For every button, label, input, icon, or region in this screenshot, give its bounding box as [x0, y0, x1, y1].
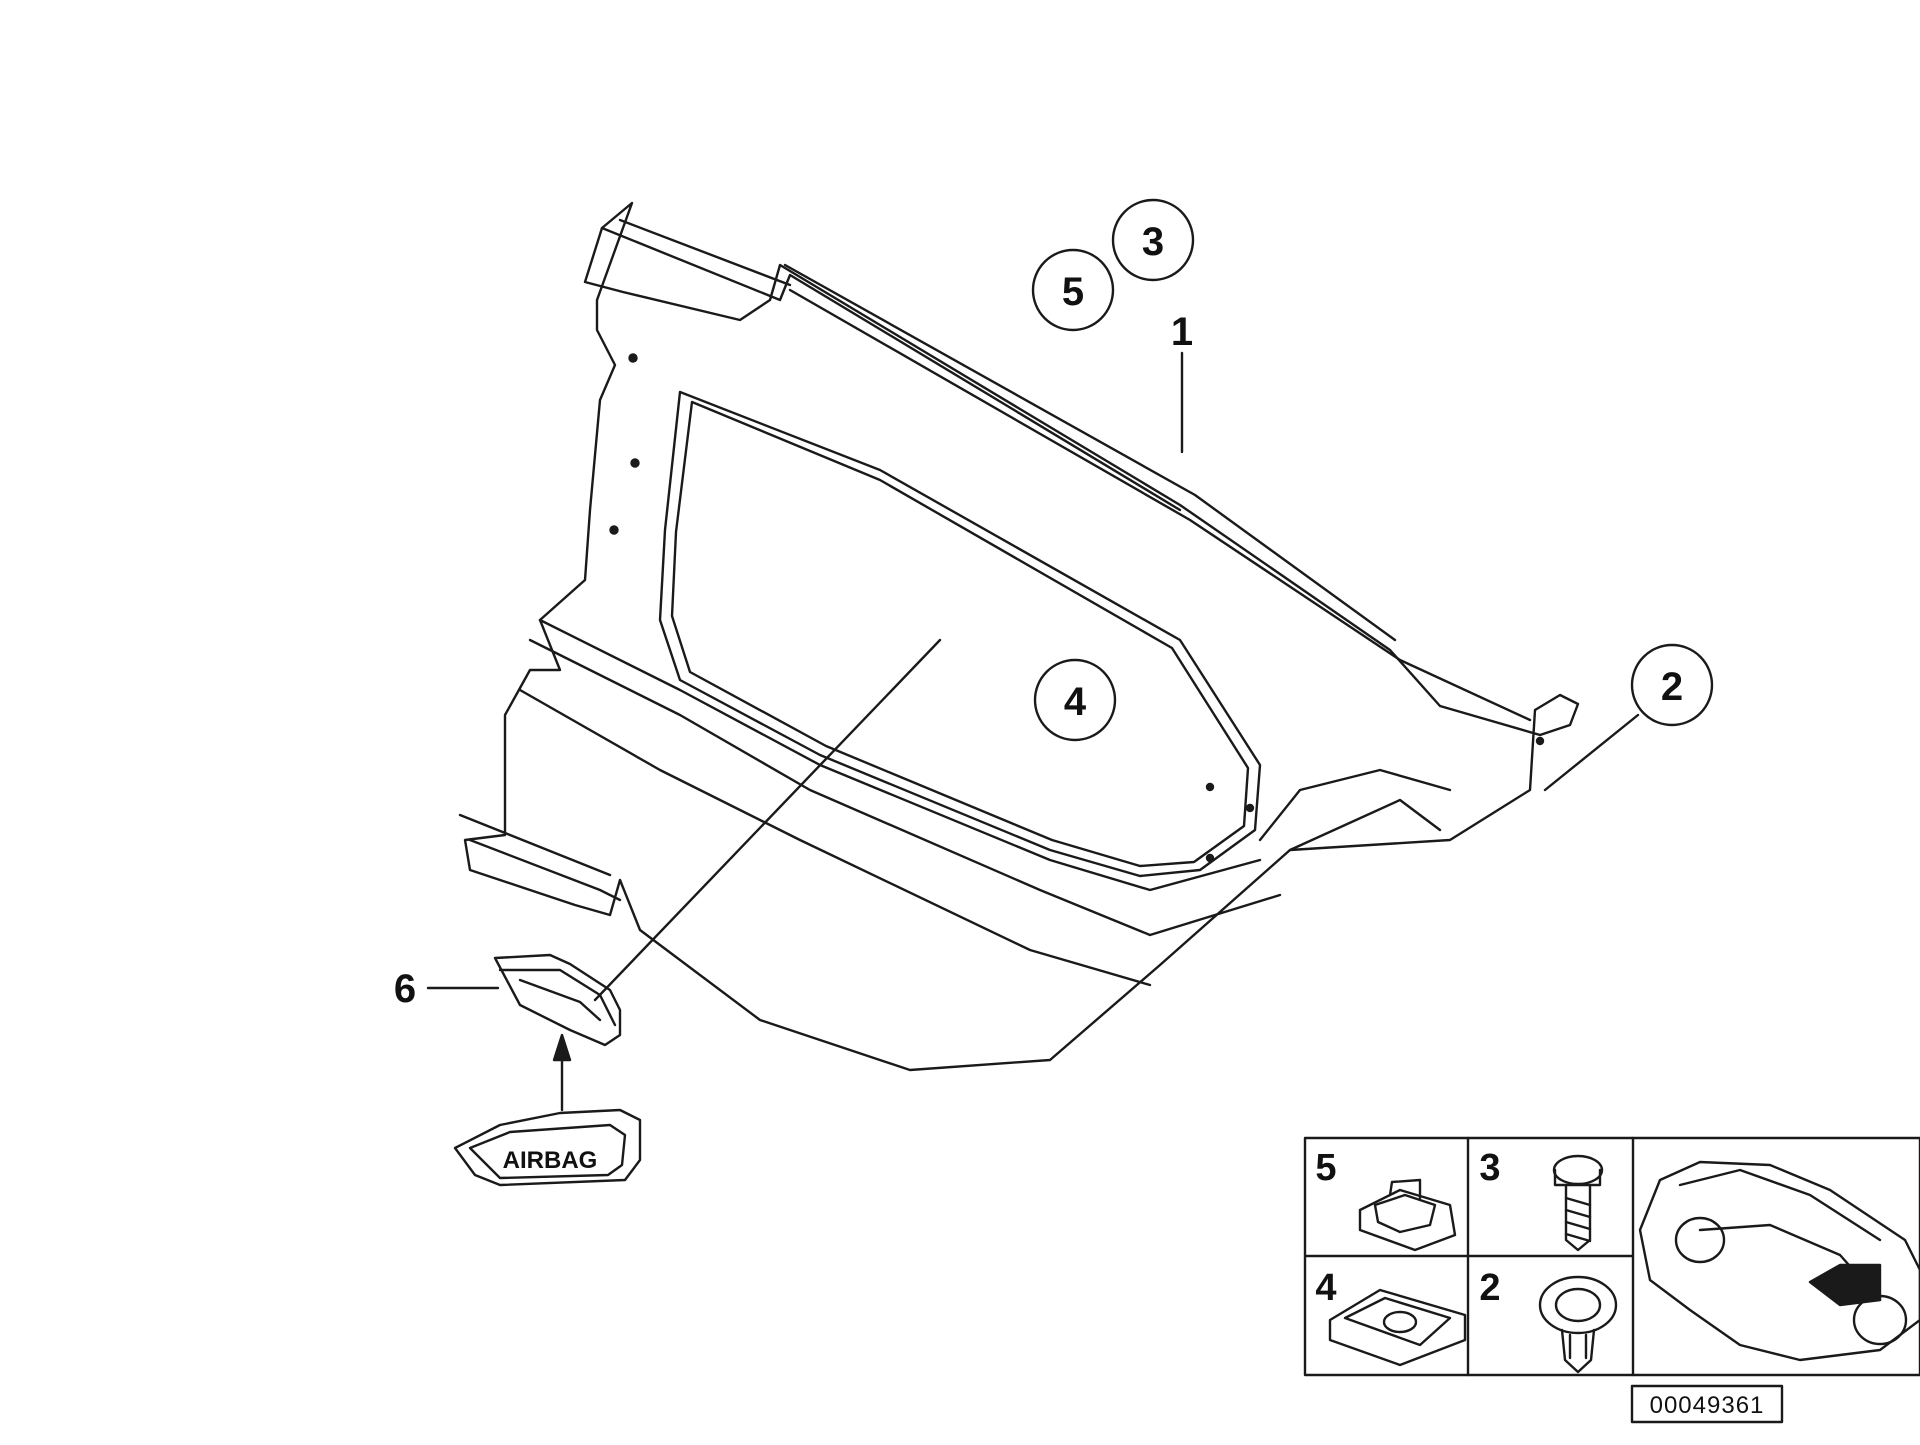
clip-nut-5 [1358, 1178, 1457, 1252]
inset-table [1303, 1136, 1920, 1377]
airbag-badge-mounted [493, 953, 622, 1047]
callout-5: 5 [1062, 270, 1084, 314]
inset-label-5: 5 [1315, 1147, 1336, 1189]
trim-panel [458, 201, 1580, 1072]
airbag-badge [453, 1108, 642, 1187]
screw-3 [1552, 1154, 1604, 1252]
reference-number: 00049361 [1650, 1392, 1765, 1419]
callout-circles [1031, 198, 1714, 742]
callout-4: 4 [1064, 680, 1087, 724]
leader-lines [426, 351, 1640, 1002]
inset-label-2: 2 [1479, 1267, 1500, 1309]
inset-label-4: 4 [1315, 1267, 1336, 1309]
callout-6: 6 [394, 967, 416, 1011]
callout-1: 1 [1171, 310, 1193, 354]
push-rivet-2 [1538, 1275, 1618, 1374]
car-location-view [1638, 1160, 1920, 1362]
reference-box [1630, 1384, 1784, 1424]
callout-2: 2 [1661, 665, 1683, 709]
speed-nut-4 [1328, 1288, 1467, 1367]
assembly-arrow [552, 1033, 572, 1112]
inset-label-3: 3 [1479, 1147, 1500, 1189]
callout-3: 3 [1142, 220, 1164, 264]
airbag-label: AIRBAG [503, 1147, 598, 1174]
